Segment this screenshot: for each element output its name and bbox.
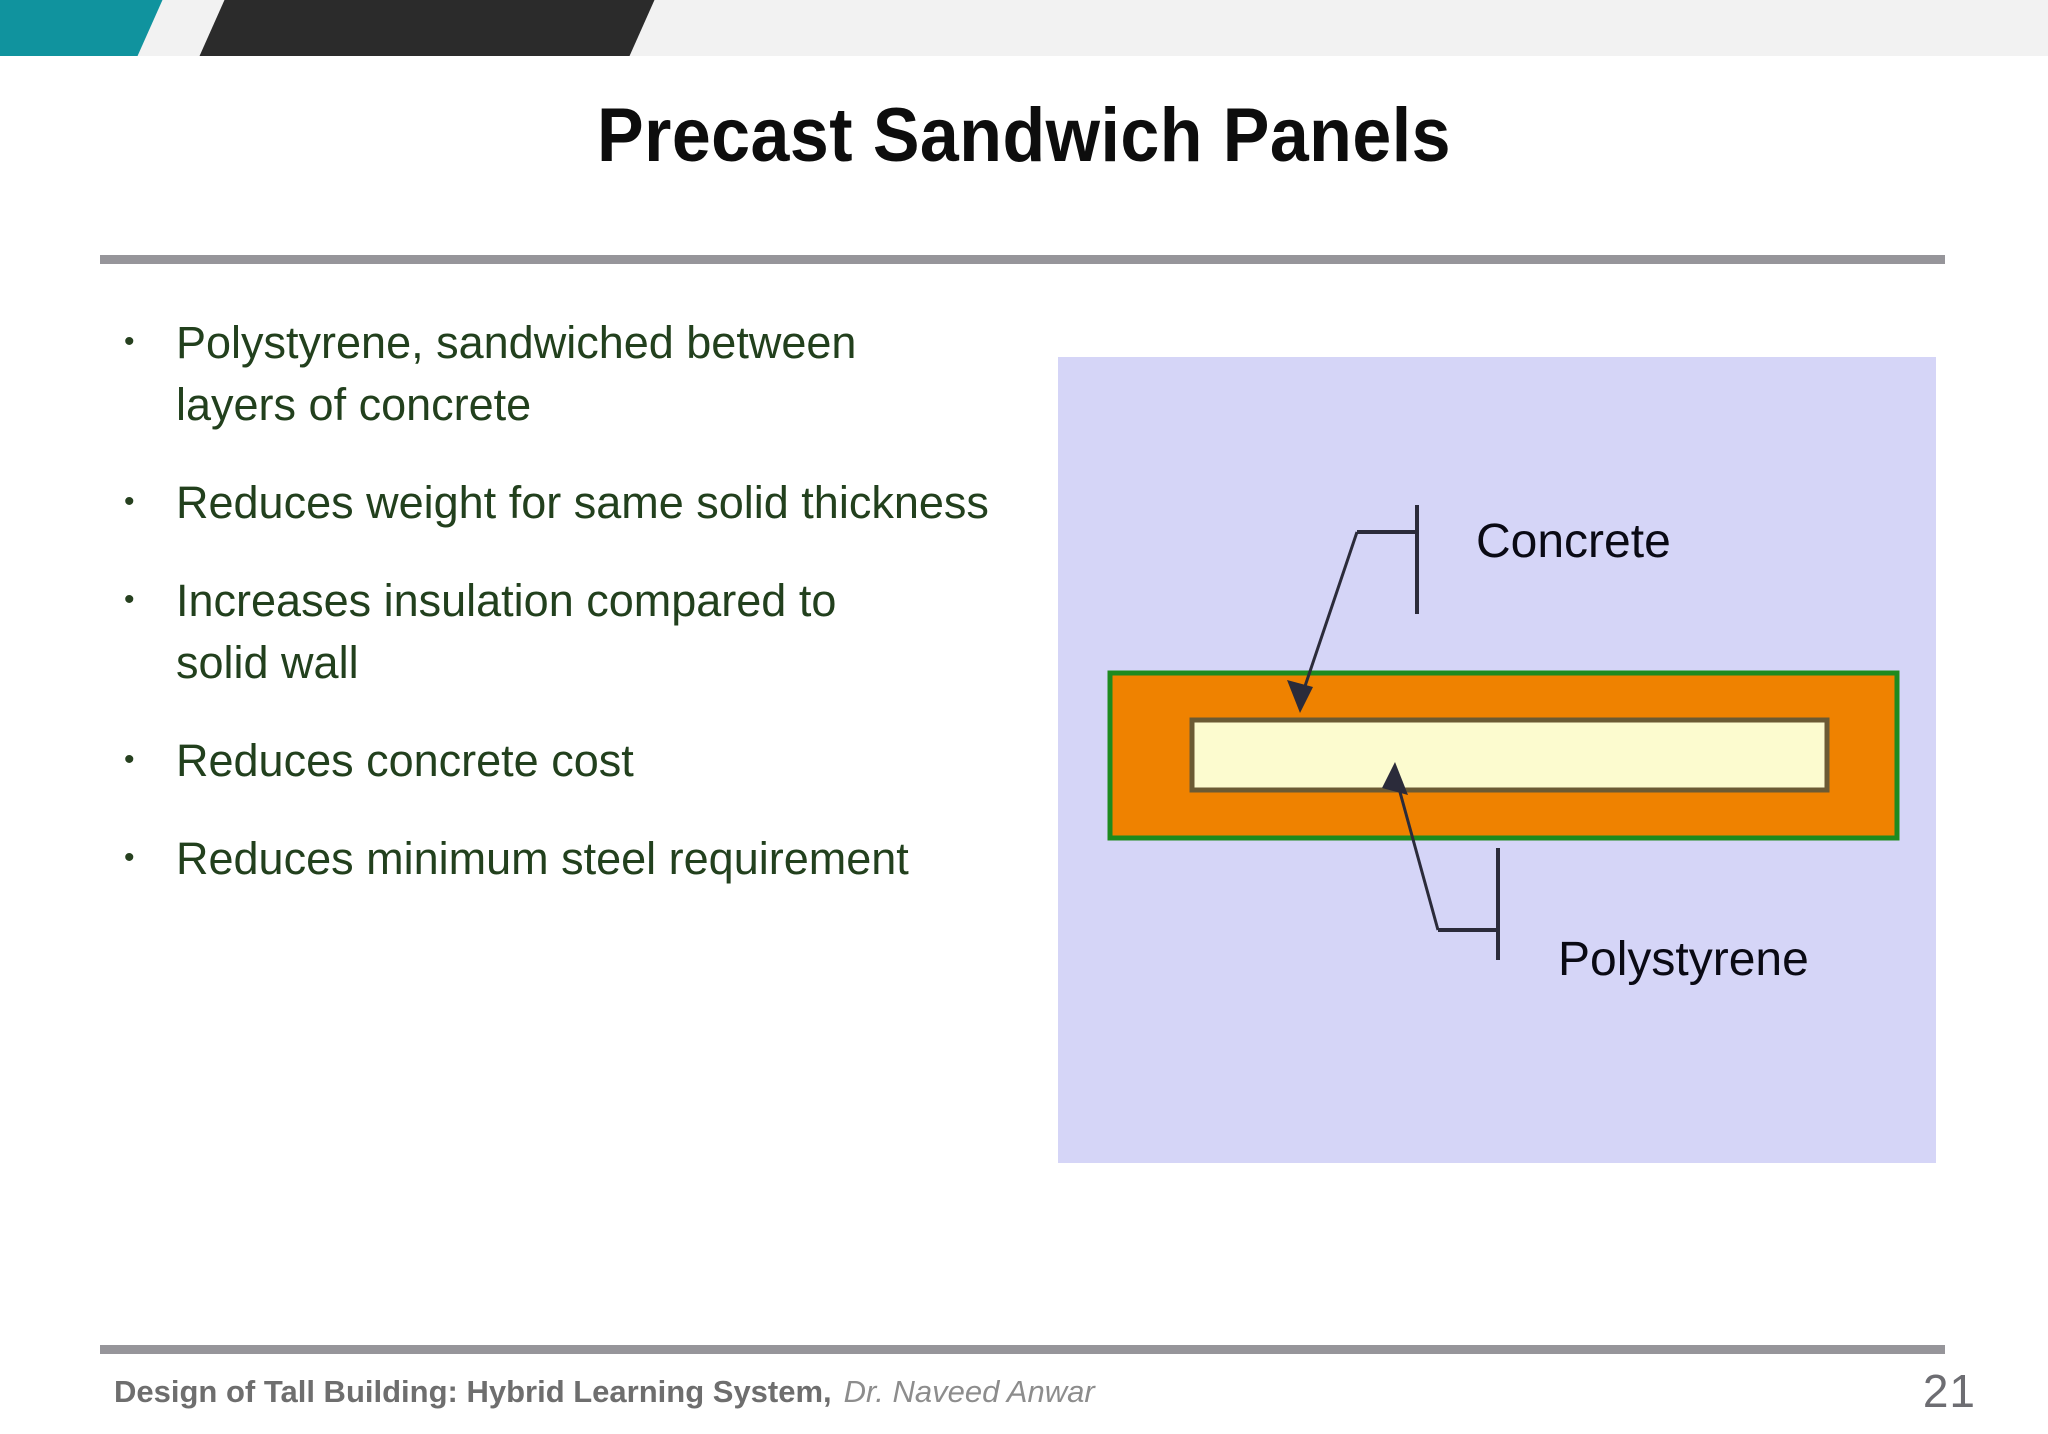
- footer-course-title: Design of Tall Building: Hybrid Learning…: [114, 1374, 832, 1409]
- sandwich-panel-diagram: Concrete Polystyrene: [1058, 357, 1936, 1163]
- list-item: • Reduces concrete cost: [104, 730, 1114, 792]
- footer: Design of Tall Building: Hybrid Learning…: [114, 1370, 1095, 1415]
- slide-title: Precast Sandwich Panels: [597, 93, 1451, 178]
- title-divider-rule: [100, 255, 1945, 264]
- list-item: • Reduces weight for same solid thicknes…: [104, 472, 1114, 534]
- list-item: • Reduces minimum steel requirement: [104, 828, 1114, 890]
- bullet-marker-icon: •: [124, 325, 135, 358]
- concrete-label: Concrete: [1476, 515, 1671, 568]
- bullet-marker-icon: •: [124, 841, 135, 874]
- concrete-arrowhead: [1287, 680, 1313, 713]
- page-number: 21: [1922, 1365, 1976, 1417]
- footer-author: Dr. Naveed Anwar: [843, 1374, 1095, 1409]
- bullet-text: Reduces concrete cost: [176, 735, 634, 786]
- polystyrene-label: Polystyrene: [1558, 933, 1809, 986]
- polystyrene-leader-diagonal: [1393, 773, 1440, 931]
- bullet-marker-icon: •: [124, 583, 135, 616]
- list-item: • Polystyrene, sandwiched between layers…: [104, 312, 1114, 436]
- polystyrene-core: [1189, 717, 1830, 793]
- bullet-list: • Polystyrene, sandwiched between layers…: [104, 312, 1114, 926]
- bullet-text: Polystyrene, sandwiched between layers o…: [176, 317, 857, 430]
- bullet-text: Increases insulation compared to solid w…: [176, 575, 837, 688]
- bullet-marker-icon: •: [124, 743, 135, 776]
- bullet-text: Reduces weight for same solid thickness: [176, 477, 989, 528]
- bullet-text: Reduces minimum steel requirement: [176, 833, 909, 884]
- bullet-marker-icon: •: [124, 485, 135, 518]
- list-item: • Increases insulation compared to solid…: [104, 570, 1114, 694]
- banner-teal-shape: [0, 0, 165, 56]
- polystyrene-arrowhead: [1382, 762, 1408, 795]
- slide-top-banner: [0, 0, 2048, 56]
- concrete-leader-diagonal: [1298, 531, 1359, 702]
- banner-dark-shape: [197, 0, 657, 56]
- footer-divider-rule: [100, 1345, 1945, 1354]
